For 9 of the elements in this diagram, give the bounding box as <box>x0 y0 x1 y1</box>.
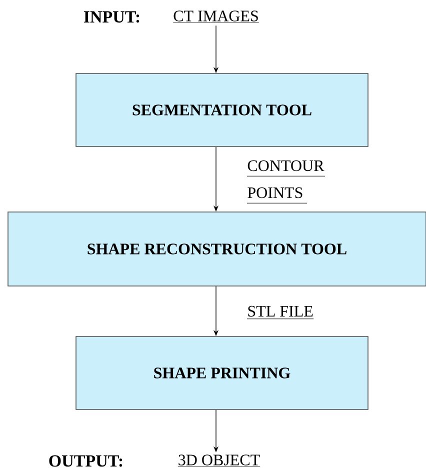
process-box: SHAPE RECONSTRUCTION TOOL <box>8 212 426 286</box>
process-box: SHAPE PRINTING <box>76 336 368 410</box>
process-box: SEGMENTATION TOOL <box>76 73 368 147</box>
heading-label: OUTPUT: <box>49 455 122 467</box>
underlined-text: CT IMAGES <box>172 10 260 23</box>
edge-label: CONTOUR POINTS <box>248 160 324 198</box>
underlined-text: 3D OBJECT <box>178 454 260 467</box>
edge-label: STL FILE <box>248 306 313 317</box>
heading-label: INPUT: <box>84 11 140 23</box>
